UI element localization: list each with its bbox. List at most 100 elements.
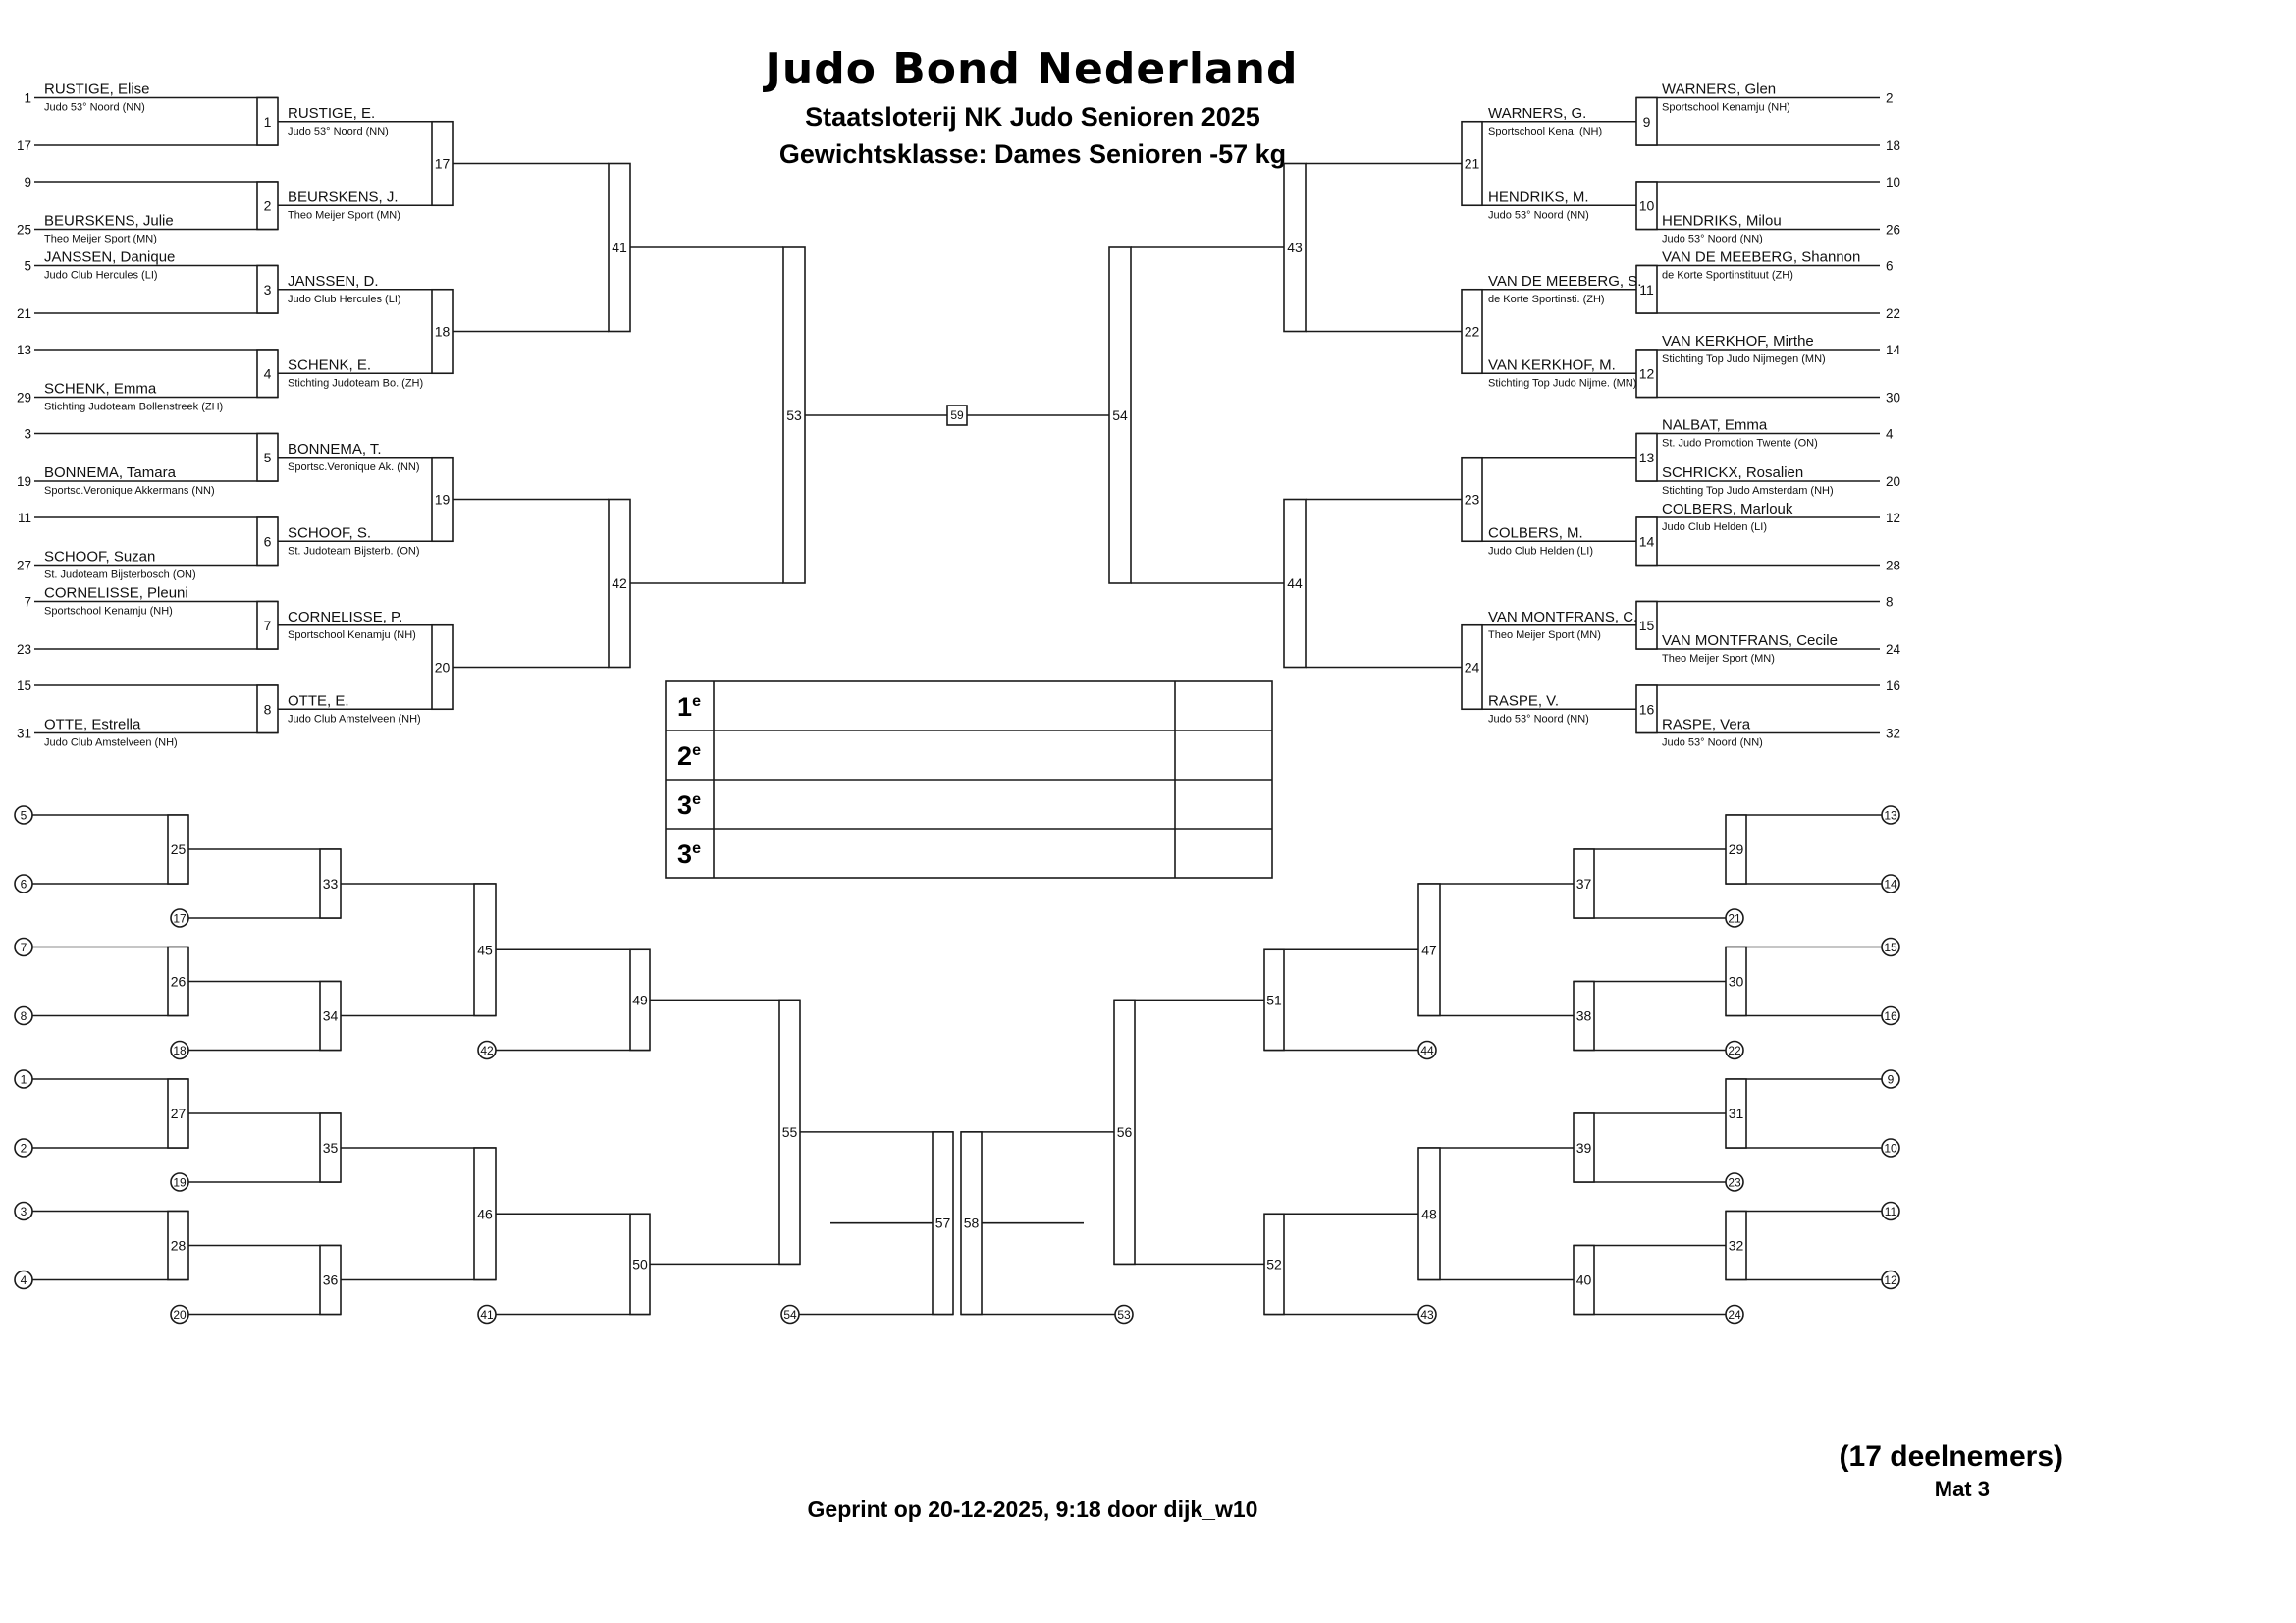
pool-reference-number: 43 — [1420, 1308, 1434, 1322]
match-number: 7 — [264, 618, 272, 633]
seed-number: 32 — [1886, 727, 1900, 741]
pool-reference-number: 22 — [1728, 1044, 1741, 1057]
match-number: 36 — [323, 1272, 339, 1288]
competitor-club: Judo 53° Noord (NN) — [1662, 737, 1763, 749]
result-club-cell — [1177, 732, 1270, 778]
seed-number: 23 — [17, 642, 31, 657]
match-number: 24 — [1465, 660, 1480, 676]
seed-number: 1 — [24, 91, 31, 106]
match-number: 32 — [1729, 1238, 1744, 1254]
seed-number: 8 — [1886, 595, 1894, 610]
result-name-cell — [716, 683, 1173, 729]
seed-number: 26 — [1886, 223, 1900, 238]
pool-reference-number: 9 — [1888, 1073, 1895, 1087]
seed-number: 19 — [17, 474, 31, 489]
pool-reference-number: 12 — [1884, 1273, 1897, 1287]
winner-name: VAN KERKHOF, M. — [1488, 356, 1616, 373]
competitor-name: RUSTIGE, Elise — [44, 81, 150, 98]
match-number: 25 — [171, 841, 187, 857]
winner-name: VAN DE MEEBERG, S. — [1488, 273, 1641, 290]
result-club-cell — [1177, 683, 1270, 729]
winner-club: St. Judoteam Bijsterb. (ON) — [288, 545, 420, 557]
place-number: 2 — [677, 741, 692, 771]
pool-reference-number: 54 — [783, 1308, 797, 1322]
match-number: 15 — [1639, 618, 1655, 633]
pool-reference-number: 53 — [1117, 1308, 1131, 1322]
pool-reference-number: 24 — [1728, 1308, 1741, 1322]
match-number: 12 — [1639, 365, 1655, 381]
weight-class: Gewichtsklasse: Dames Senioren -57 kg — [779, 139, 1286, 169]
match-number: 11 — [1639, 282, 1654, 298]
match-number: 5 — [264, 450, 272, 465]
competitor-club: Theo Meijer Sport (MN) — [44, 234, 157, 245]
competitor-name: HENDRIKS, Milou — [1662, 213, 1782, 230]
seed-number: 31 — [17, 727, 31, 741]
competitor-club: Judo Club Amstelveen (NH) — [44, 737, 178, 749]
match-number: 22 — [1465, 324, 1480, 340]
winner-name: SCHENK, E. — [288, 356, 371, 373]
winner-name: CORNELISSE, P. — [288, 609, 402, 625]
place-number: 3 — [677, 839, 692, 869]
winner-name: HENDRIKS, M. — [1488, 189, 1589, 205]
competitor-club: Sportsc.Veronique Akkermans (NN) — [44, 485, 215, 497]
place-suffix: e — [692, 791, 701, 808]
winner-name: RUSTIGE, E. — [288, 105, 375, 122]
pool-reference-number: 42 — [480, 1044, 494, 1057]
seed-number: 3 — [24, 427, 31, 442]
pool-reference-number: 16 — [1884, 1009, 1897, 1023]
match-number: 28 — [171, 1238, 187, 1254]
seed-number: 11 — [18, 511, 31, 525]
final-match-number: 59 — [950, 408, 964, 422]
competitor-club: Judo Club Hercules (LI) — [44, 270, 158, 282]
match-number: 52 — [1266, 1256, 1282, 1271]
place-suffix: e — [692, 840, 701, 857]
match-number: 10 — [1639, 197, 1655, 213]
match-number: 18 — [435, 324, 451, 340]
winner-club: Judo Club Amstelveen (NH) — [288, 713, 421, 725]
seed-number: 24 — [1886, 642, 1901, 657]
pool-reference-number: 19 — [173, 1176, 187, 1190]
match-number: 42 — [612, 575, 627, 591]
match-number: 20 — [435, 660, 451, 676]
competitor-club: de Korte Sportinstituut (ZH) — [1662, 270, 1793, 282]
pool-reference-number: 6 — [21, 878, 27, 892]
tournament-title: Staatsloterij NK Judo Senioren 2025 — [805, 102, 1260, 132]
match-number: 58 — [964, 1216, 980, 1231]
match-number: 48 — [1421, 1206, 1437, 1221]
competitor-name: OTTE, Estrella — [44, 717, 141, 733]
pool-reference-number: 15 — [1884, 941, 1897, 954]
match-number: 50 — [632, 1256, 648, 1271]
result-club-cell — [1177, 782, 1270, 827]
seed-number: 7 — [24, 595, 31, 610]
competitor-name: VAN MONTFRANS, Cecile — [1662, 632, 1838, 649]
competitor-club: Sportschool Kenamju (NH) — [44, 606, 173, 618]
match-number: 19 — [435, 492, 451, 508]
pool-reference-number: 41 — [480, 1308, 494, 1322]
pool-reference-number: 13 — [1884, 809, 1897, 823]
competitor-name: VAN DE MEEBERG, Shannon — [1662, 249, 1860, 266]
match-number: 23 — [1465, 492, 1480, 508]
seed-number: 27 — [17, 559, 31, 573]
competitor-name: JANSSEN, Danique — [44, 249, 175, 266]
match-number: 55 — [782, 1124, 798, 1140]
winner-club: Theo Meijer Sport (MN) — [288, 209, 400, 221]
match-number: 2 — [264, 197, 272, 213]
place-suffix: e — [692, 742, 701, 759]
match-number: 26 — [171, 974, 187, 990]
match-number: 33 — [323, 876, 339, 892]
match-number: 35 — [323, 1140, 339, 1156]
competitor-name: NALBAT, Emma — [1662, 417, 1768, 434]
pool-reference-number: 17 — [173, 912, 187, 926]
seed-number: 18 — [1886, 138, 1900, 153]
pool-reference-number: 3 — [21, 1205, 27, 1218]
match-number: 6 — [264, 533, 272, 549]
competitor-club: Stichting Judoteam Bollenstreek (ZH) — [44, 402, 223, 413]
competitor-club: Stichting Top Judo Nijmegen (MN) — [1662, 353, 1826, 365]
winner-club: Judo 53° Noord (NN) — [1488, 209, 1589, 221]
seed-number: 4 — [1886, 427, 1894, 442]
competitor-name: COLBERS, Marlouk — [1662, 501, 1793, 517]
match-number: 45 — [477, 942, 493, 957]
pool-reference-number: 20 — [173, 1308, 187, 1322]
seed-number: 16 — [1886, 678, 1900, 693]
